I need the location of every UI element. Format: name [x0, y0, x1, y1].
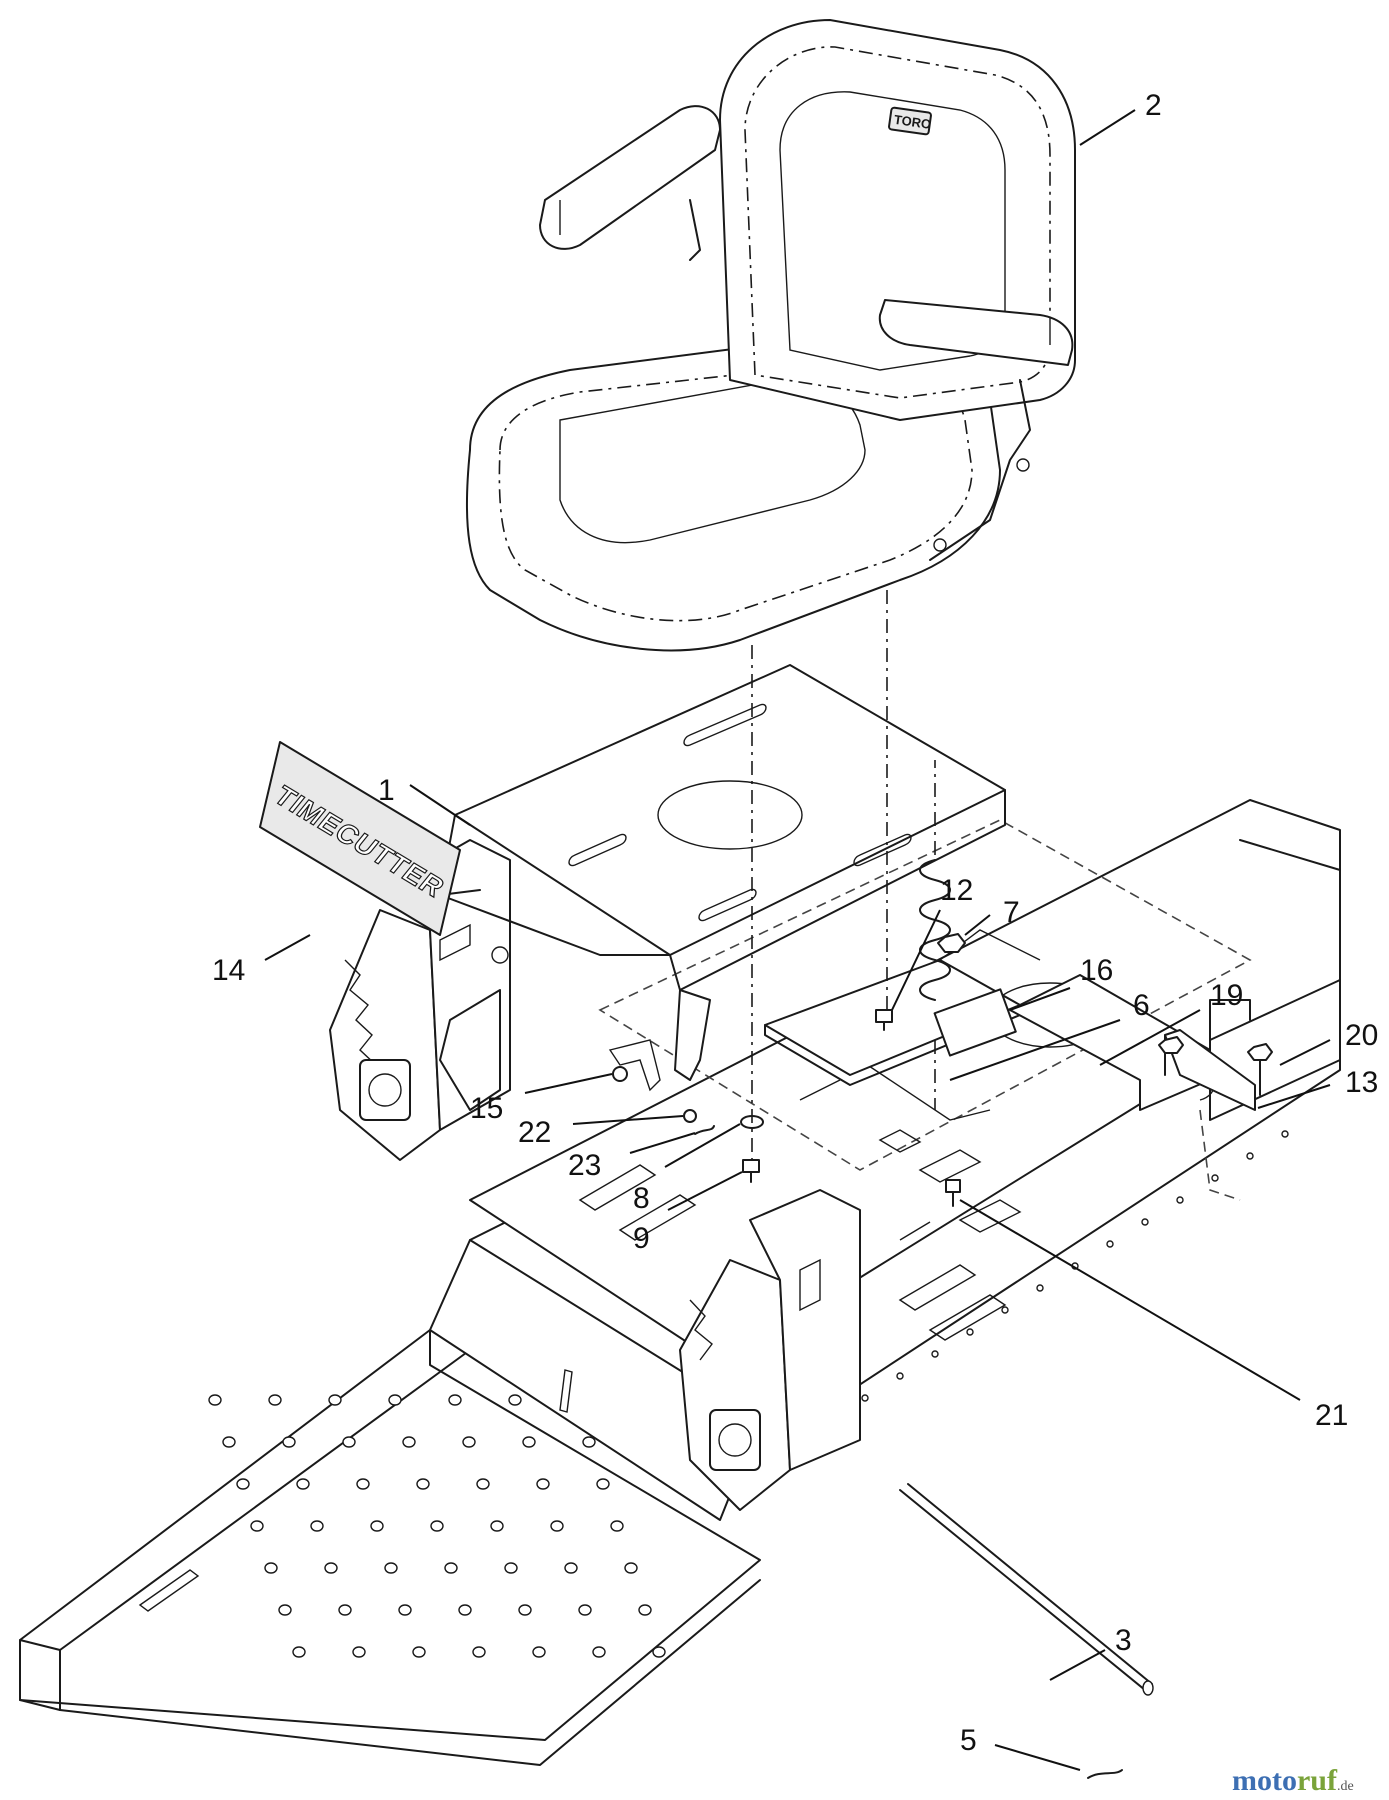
plate-hole: [352, 1646, 366, 1658]
axle-pin: [899, 1483, 1154, 1696]
rail-hole: [1141, 1218, 1149, 1226]
plate-hole: [462, 1436, 476, 1448]
callout-12: 12: [940, 874, 973, 907]
seat-pan: [439, 664, 1006, 1092]
callout-5: 5: [960, 1724, 977, 1757]
rail-hole: [1176, 1196, 1184, 1204]
plate-hole: [564, 1562, 578, 1574]
plate-hole: [370, 1520, 384, 1532]
plate-hole: [208, 1394, 222, 1406]
plate-hole: [282, 1436, 296, 1448]
callout-19: 19: [1210, 979, 1243, 1012]
plate-hole: [472, 1646, 486, 1658]
rail-hole: [966, 1328, 974, 1336]
fasteners: [612, 933, 1273, 1207]
plate-hole: [638, 1604, 652, 1616]
plate-hole: [268, 1394, 282, 1406]
plate-hole: [324, 1562, 338, 1574]
plate-hole: [416, 1478, 430, 1490]
seat-switch-bracket: [1164, 1029, 1256, 1201]
plate-hole: [490, 1520, 504, 1532]
rail-hole: [1281, 1130, 1289, 1138]
right-mount-bracket: [679, 1189, 861, 1511]
rail-hole: [1001, 1306, 1009, 1314]
plate-hole: [536, 1478, 550, 1490]
rail-hole: [931, 1350, 939, 1358]
plate-hole: [522, 1436, 536, 1448]
callout-23: 23: [568, 1149, 601, 1182]
plate-hole: [222, 1436, 236, 1448]
plate-hole: [412, 1646, 426, 1658]
rail-hole: [1211, 1174, 1219, 1182]
foot-plate-holes: [208, 1394, 666, 1658]
plate-hole: [532, 1646, 546, 1658]
plate-hole: [518, 1604, 532, 1616]
suspension-spring: [919, 760, 951, 1110]
plate-hole: [508, 1394, 522, 1406]
callout-21: 21: [1315, 1399, 1348, 1432]
callout-20: 20: [1345, 1019, 1378, 1052]
callout-1: 1: [378, 774, 395, 807]
plate-hole: [430, 1520, 444, 1532]
plate-hole: [652, 1646, 666, 1658]
seat-assembly: TORO: [465, 19, 1076, 652]
callout-3: 3: [1115, 1624, 1132, 1657]
callout-7: 7: [1003, 896, 1020, 929]
plate-hole: [610, 1520, 624, 1532]
rail-holes: [826, 1130, 1289, 1424]
plate-hole: [402, 1436, 416, 1448]
plate-hole: [278, 1604, 292, 1616]
timecutter-decal: TIMECUTTER: [259, 741, 461, 936]
callout-15: 15: [470, 1092, 503, 1125]
plate-hole: [292, 1646, 306, 1658]
plate-hole: [592, 1646, 606, 1658]
plate-hole: [342, 1436, 356, 1448]
seat-logo: TORO: [893, 112, 932, 132]
rail-hole: [1246, 1152, 1254, 1160]
plate-hole: [384, 1562, 398, 1574]
callout-8: 8: [633, 1182, 650, 1215]
plate-hole: [582, 1436, 596, 1448]
plate-hole: [458, 1604, 472, 1616]
callout-9: 9: [633, 1222, 650, 1255]
plate-hole: [356, 1478, 370, 1490]
watermark-part2: ruf: [1297, 1764, 1338, 1797]
plate-hole: [578, 1604, 592, 1616]
callout-2: 2: [1145, 89, 1162, 122]
callout-6: 6: [1133, 989, 1150, 1022]
plate-hole: [398, 1604, 412, 1616]
plate-hole: [236, 1478, 250, 1490]
callout-16: 16: [1080, 954, 1113, 987]
hairpin-clip: [1087, 1769, 1123, 1779]
plate-hole: [444, 1562, 458, 1574]
plate-hole: [504, 1562, 518, 1574]
plate-hole: [596, 1478, 610, 1490]
plate-hole: [476, 1478, 490, 1490]
watermark-suffix: .de: [1337, 1779, 1354, 1794]
plate-hole: [338, 1604, 352, 1616]
plate-hole: [550, 1520, 564, 1532]
plate-hole: [296, 1478, 310, 1490]
callouts: 2 1 14 12 7 16 6 19 20 13 15 22: [212, 89, 1378, 1771]
rail-hole: [1036, 1284, 1044, 1292]
callout-13: 13: [1345, 1066, 1378, 1099]
rail-hole: [896, 1372, 904, 1380]
plate-hole: [264, 1562, 278, 1574]
plate-hole: [328, 1394, 342, 1406]
rail-hole: [1106, 1240, 1114, 1248]
plate-hole: [310, 1520, 324, 1532]
plate-hole: [388, 1394, 402, 1406]
rail-hole: [861, 1394, 869, 1402]
plate-hole: [448, 1394, 462, 1406]
svg-text:motoruf.de: motoruf.de: [1232, 1764, 1354, 1797]
callout-22: 22: [518, 1116, 551, 1149]
plate-hole: [250, 1520, 264, 1532]
plate-hole: [624, 1562, 638, 1574]
watermark: motoruf.de: [1232, 1764, 1354, 1797]
callout-14: 14: [212, 954, 245, 987]
watermark-part1: moto: [1232, 1764, 1297, 1797]
